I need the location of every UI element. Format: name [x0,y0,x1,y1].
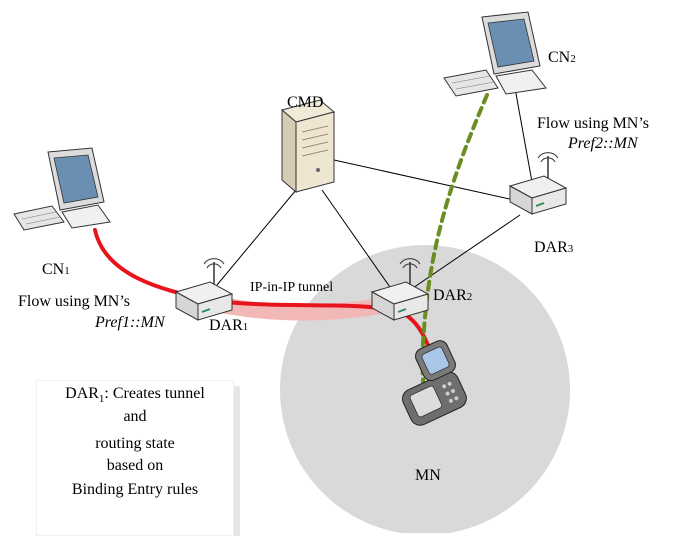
dar3-label-base: DAR [534,239,568,256]
dar2-label-sub: 2 [466,291,473,303]
dar1-label-sub: 1 [242,321,249,333]
note-dar-base: DAR [65,385,99,402]
cn1-computer-icon [13,147,111,231]
link-cmd-dar3 [333,159,515,201]
dar3-router-icon [508,152,568,215]
flow-pref2-label-line1: Flow using MN’s [537,115,650,132]
flow-pref2-path [420,93,489,402]
cn1-label-base: CN [42,261,65,278]
tunnel-label: IP-in-IP tunnel [250,280,334,295]
note-line-2: and [123,408,147,425]
mn-label: MN [415,467,441,484]
link-cmd-dar1 [216,189,297,286]
cn2-label-base: CN [548,49,571,66]
cn2-computer-icon [443,11,547,97]
note-dar-sub: 1 [98,393,105,406]
note-line-4: based on [106,457,164,474]
note-line-3: routing state [95,435,175,452]
note-line-5: Binding Entry rules [71,481,199,498]
dar1-note-box: DAR1: Creates tunnel and routing state b… [36,380,234,536]
flow-pref2-label-line2: Pref2::MN [568,135,638,152]
dar1-label: DAR1 [209,318,248,334]
flow-pref1-label-line1: Flow using MN’s [18,293,131,310]
cn1-label-sub: 1 [64,265,70,277]
link-dar2-dar3 [409,214,521,291]
cn1-label: CN1 [42,262,70,278]
note-line-1: DAR1: Creates tunnel [37,385,233,405]
network-links [216,87,533,291]
cn2-label-sub: 2 [570,53,576,65]
mn-phone-icon [402,340,467,426]
cmd-label: CMD [287,94,324,111]
note-line-1-rest: : Creates tunnel [104,385,205,402]
dar3-label: DAR3 [534,240,573,256]
cmd-server-icon [280,99,336,194]
link-cmd-dar2 [321,189,393,291]
cn2-label: CN2 [548,50,576,66]
dar1-label-base: DAR [209,317,243,334]
flow-pref1-label-line2: Pref1::MN [95,314,165,331]
dar3-label-sub: 3 [567,243,574,255]
dar1-router-icon [174,258,234,321]
dar2-label-base: DAR [433,287,467,304]
dar2-router-icon [370,258,430,321]
dar2-label: DAR2 [433,288,472,304]
link-cn2-dar3 [514,87,533,183]
